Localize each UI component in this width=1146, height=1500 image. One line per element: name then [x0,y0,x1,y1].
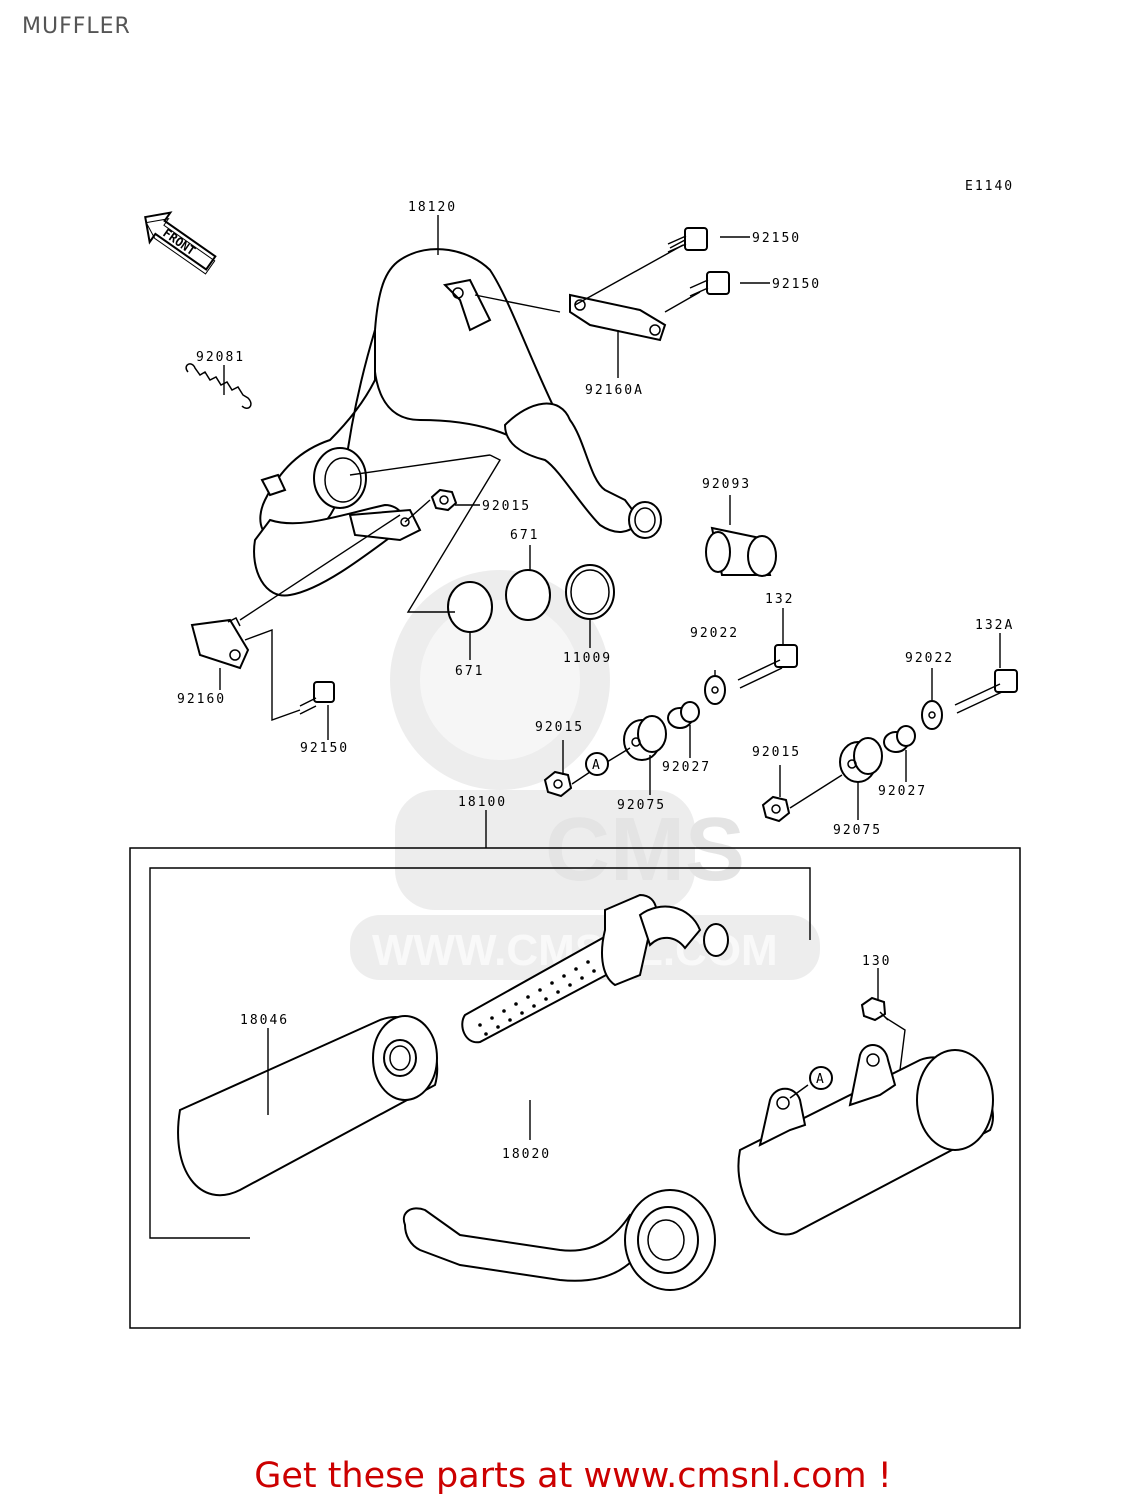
nut-92015-middle [543,770,573,798]
label-92150-upper: 92150 [752,231,801,246]
washer-92022-right [921,700,943,730]
label-18046: 18046 [240,1013,289,1028]
bolt-92150-upper [667,227,708,253]
sleeve-92093 [705,526,777,577]
label-11009: 11009 [563,651,612,666]
label-18100: 18100 [458,795,507,810]
inner-pipe-18020 [461,893,729,1044]
label-92015-upper: 92015 [482,499,531,514]
bolt-132A [954,669,1018,714]
muffler-assembly-box [129,847,1021,1329]
label-671-lower: 671 [455,664,484,679]
nut-92015-upper [430,488,458,512]
gasket-11009 [565,564,615,620]
label-18120: 18120 [408,200,457,215]
label-671-upper: 671 [510,528,539,543]
ref-marker-a-upper: A [592,758,602,773]
label-92081: 92081 [196,350,245,365]
spring-92081 [185,363,252,410]
svg-text:CMS: CMS [545,800,745,900]
front-arrow-icon: FRONT [144,211,217,275]
label-92150-lower: 92150 [300,741,349,756]
label-92022-right: 92022 [905,651,954,666]
gasket-671-left [447,581,493,633]
label-92160: 92160 [177,692,226,707]
inlet-pipe [402,1189,716,1291]
label-92027-right: 92027 [878,784,927,799]
damper-92075-right [839,737,883,783]
leader-lines-lower [267,968,906,1140]
label-132: 132 [765,592,794,607]
washer-92022-left [704,675,726,705]
label-92093: 92093 [702,477,751,492]
label-92150-middle: 92150 [772,277,821,292]
bolt-132 [737,644,798,689]
label-18020: 18020 [502,1147,551,1162]
expansion-chamber [253,248,662,597]
bracket-92160 [190,616,250,670]
silencer-body-18046 [177,1015,439,1197]
leader-lines [219,215,1001,848]
part-number-labels: 18120 92150 92150 92160A 92081 92015 671… [177,200,1014,1162]
page-title: MUFFLER [22,14,131,39]
label-92015-middle: 92015 [535,720,584,735]
diagram-code: E1140 [965,179,1014,194]
label-92075-left: 92075 [617,798,666,813]
bolt-130 [860,996,889,1022]
label-92027-left: 92027 [662,760,711,775]
label-92160A: 92160A [585,383,644,398]
collar-92027-right [883,725,916,753]
parts-diagram: CMS WWW.CMSNL.COM E1140 FRONT [129,179,1021,1329]
silencer-outer-can [737,1044,994,1236]
label-132A: 132A [975,618,1014,633]
footer-promo-text: Get these parts at www.cmsnl.com ! [254,1456,892,1496]
collar-92027-left [667,701,700,729]
ref-marker-a-lower: A [816,1072,826,1087]
nut-92015-lower [761,795,791,823]
damper-92075-left [623,715,667,761]
bolt-92150-lower [299,681,335,715]
bolt-92150-middle [689,271,730,297]
label-92015-lower: 92015 [752,745,801,760]
silencer-subassembly-box [149,867,811,1239]
label-130: 130 [862,954,891,969]
gasket-671-right [505,569,551,621]
label-92075-right: 92075 [833,823,882,838]
label-92022-left: 92022 [690,626,739,641]
